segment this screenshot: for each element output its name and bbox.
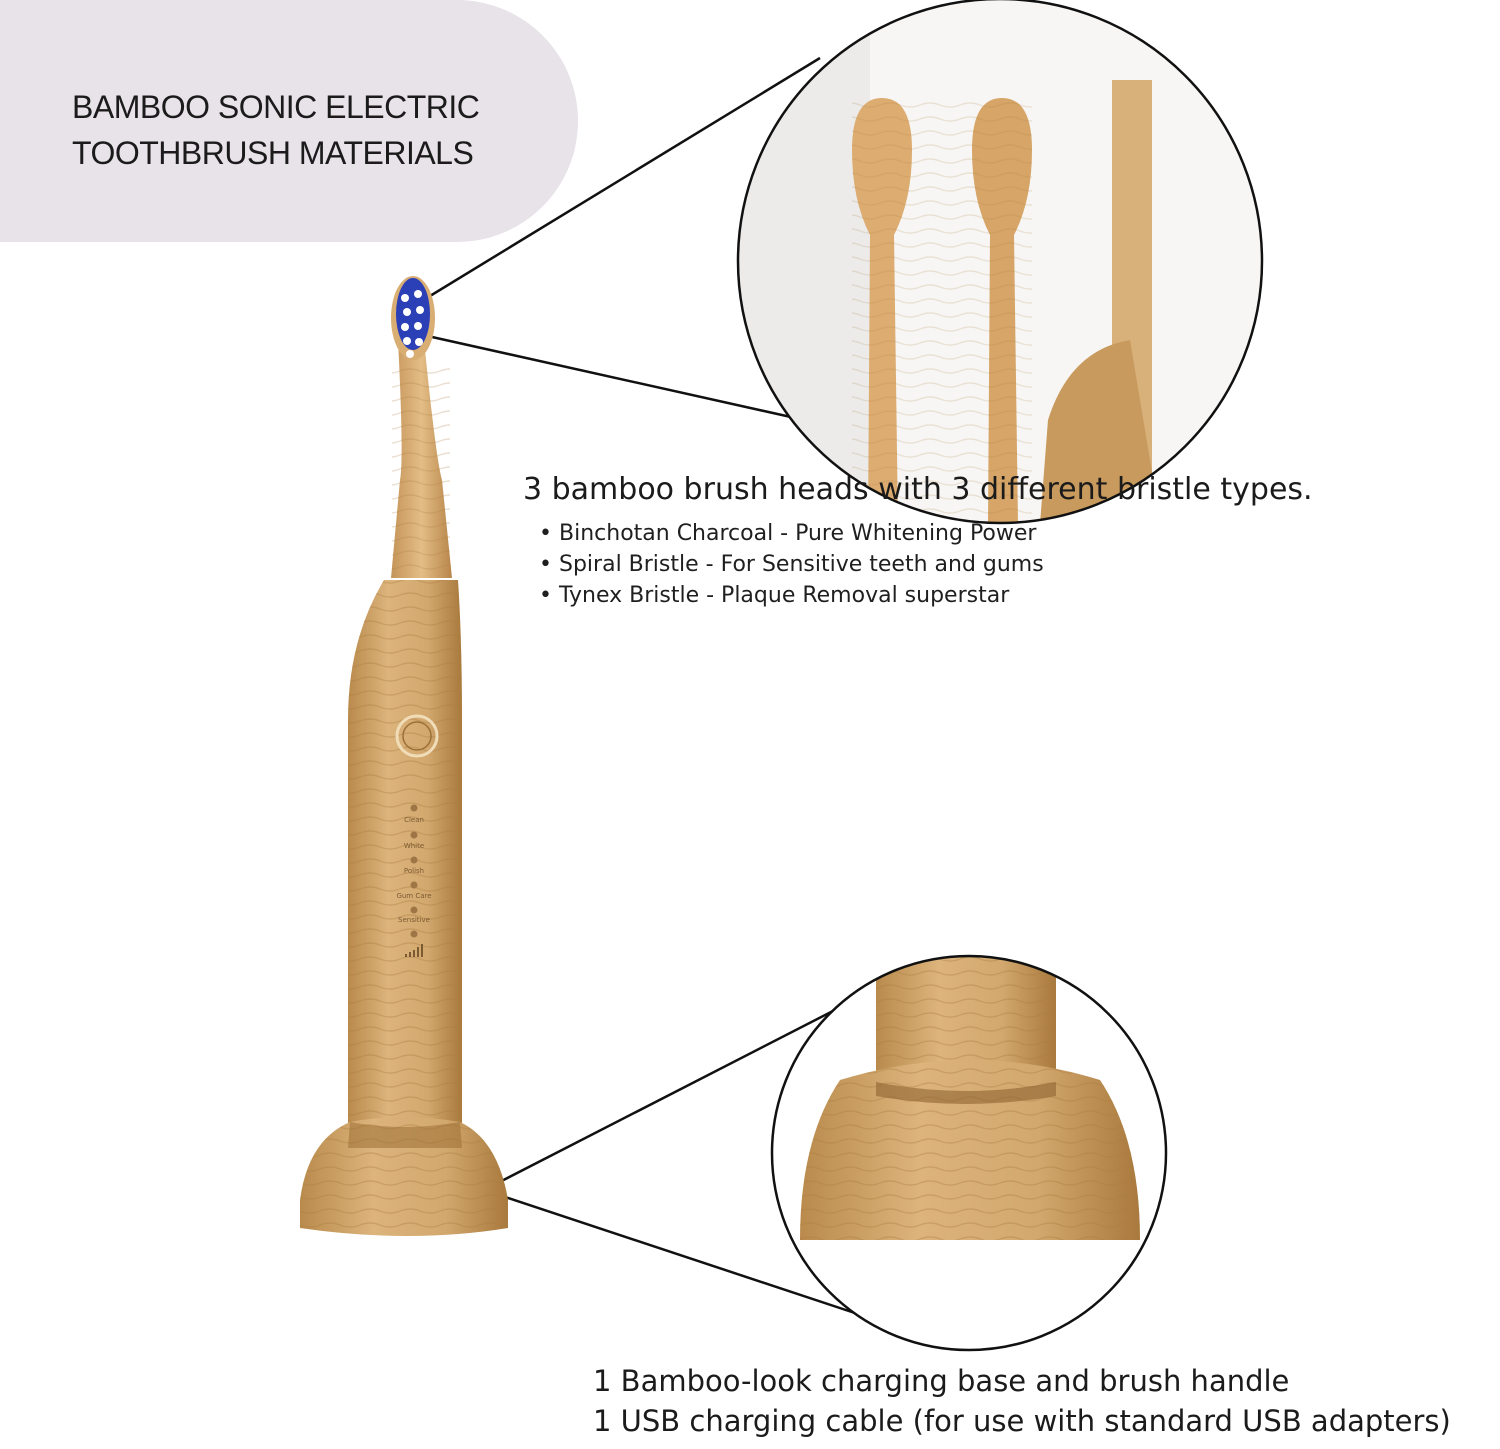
mode-label: Sensitive	[398, 916, 430, 924]
bullet-icon: •	[539, 521, 552, 546]
closeup-ring-bottom	[770, 954, 1168, 1352]
mode-label: White	[404, 842, 424, 850]
title-banner	[0, 0, 578, 242]
closeup-ring-top	[736, 0, 1264, 525]
bristle-charcoal: Binchotan Charcoal - Pure Whitening Powe…	[559, 521, 1037, 546]
mode-label: Clean	[404, 816, 424, 824]
title-line-1: BAMBOO SONIC ELECTRIC	[72, 89, 480, 125]
base-info: 1 Bamboo-look charging base and brush ha…	[593, 1361, 1493, 1441]
page-title: BAMBOO SONIC ELECTRIC TOOTHBRUSH MATERIA…	[72, 84, 552, 176]
mode-label: Polish	[404, 867, 424, 875]
callout-line-bottom-upper	[483, 991, 869, 1192]
base-closeup	[772, 956, 1166, 1350]
base-line-2: 1 USB charging cable (for use with stand…	[593, 1404, 1451, 1438]
list-item: • Spiral Bristle - For Sensitive teeth an…	[539, 549, 1483, 580]
bristle-spiral: Spiral Bristle - For Sensitive teeth and…	[559, 552, 1044, 577]
brush-heads-info: 3 bamboo brush heads with 3 different br…	[523, 470, 1483, 611]
power-button	[395, 714, 439, 758]
brush-heads-closeup	[738, 0, 1262, 523]
list-item: • Tynex Bristle - Plaque Removal supersta…	[539, 580, 1483, 611]
bullet-icon: •	[539, 552, 552, 577]
base-line-1: 1 Bamboo-look charging base and brush ha…	[593, 1364, 1290, 1398]
toothbrush	[300, 276, 508, 1236]
callout-line-top-upper	[429, 56, 821, 298]
bullet-icon: •	[539, 583, 552, 608]
bristles	[396, 278, 430, 358]
mode-label: Gum Care	[396, 892, 431, 900]
battery-bars-icon	[405, 944, 423, 957]
mode-indicators	[410, 804, 418, 938]
brush-heads-heading: 3 bamboo brush heads with 3 different br…	[523, 472, 1313, 507]
list-item: • Binchotan Charcoal - Pure Whitening Pow…	[539, 518, 1483, 549]
bristle-list: • Binchotan Charcoal - Pure Whitening Pow…	[539, 518, 1483, 611]
bristle-tynex: Tynex Bristle - Plaque Removal superstar	[559, 583, 1010, 608]
callout-line-bottom-lower	[483, 1188, 883, 1324]
brush-neck-grain	[392, 360, 450, 578]
title-line-2: TOOTHBRUSH MATERIALS	[72, 135, 474, 171]
